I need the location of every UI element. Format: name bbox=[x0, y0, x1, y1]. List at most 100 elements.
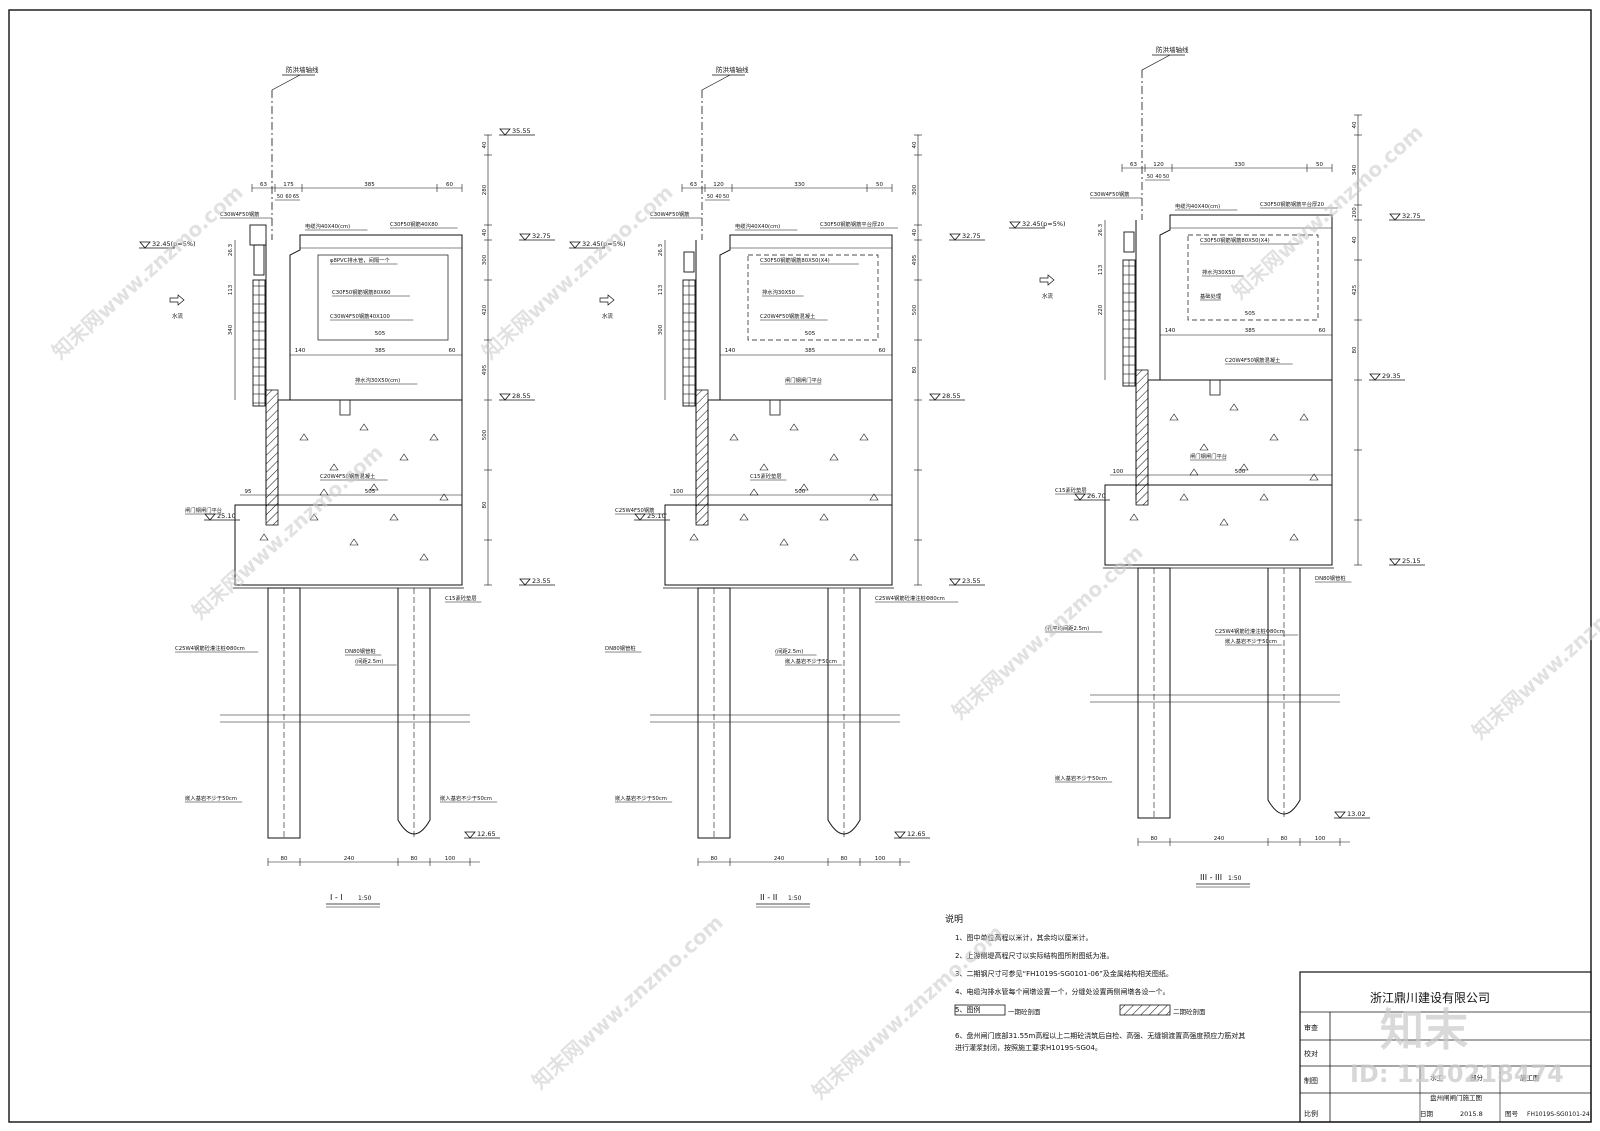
callout-label: 闸门钢闸门平台 bbox=[185, 506, 222, 514]
callout-label: C30W4F50钢筋40X100 bbox=[330, 312, 391, 320]
title-row-label: 校对 bbox=[1304, 1049, 1318, 1058]
concrete-stipple bbox=[439, 493, 449, 501]
dim-top: 385 bbox=[364, 182, 375, 188]
dim-right: 500 bbox=[482, 429, 488, 440]
axis-leader bbox=[271, 74, 301, 91]
callout-label: C15素砼垫层 bbox=[445, 594, 477, 602]
dim-bottom: 80 bbox=[411, 856, 418, 862]
drain-channel bbox=[1209, 380, 1221, 396]
callout-label: 电缆沟40X40(cm) bbox=[735, 222, 780, 230]
title-row-label: 审查 bbox=[1304, 1023, 1318, 1032]
callout-label: 嵌入基岩不少于50cm bbox=[1055, 774, 1107, 782]
section-title: II - II bbox=[760, 893, 777, 902]
callout-label: 电缆沟40X40(cm) bbox=[305, 222, 350, 230]
callout-label: 闸门钢闸门平台 bbox=[1190, 452, 1227, 460]
section-scale: 1:50 bbox=[358, 895, 372, 902]
elevation-triangle bbox=[1389, 213, 1401, 221]
callout-label: (孔平均间距2.5m) bbox=[1045, 624, 1089, 632]
axis-label: 防洪墙轴线 bbox=[286, 65, 319, 74]
concrete-stipple bbox=[1299, 413, 1309, 421]
dim-right: 300 bbox=[912, 184, 918, 195]
date-label: 日期 bbox=[1420, 1110, 1434, 1118]
dim-top: 63 bbox=[690, 182, 697, 188]
elevation-bottom: 25.15 bbox=[1402, 557, 1421, 565]
concrete-stipple bbox=[419, 553, 429, 561]
dim-left: 26.3 bbox=[228, 243, 234, 256]
company-name: 浙江鼎川建设有限公司 bbox=[1370, 991, 1490, 1005]
concrete-stipple bbox=[399, 453, 409, 461]
dim-low: 100 bbox=[673, 489, 684, 495]
dim-right: 425 bbox=[1352, 284, 1358, 295]
callout-label: 基础处理 bbox=[1200, 292, 1222, 300]
concrete-stipple bbox=[1229, 403, 1239, 411]
dim-bottom: 80 bbox=[1151, 836, 1158, 842]
dim-right: 40 bbox=[482, 141, 488, 148]
callout-label: C20W4F50钢筋混凝土 bbox=[320, 472, 376, 480]
callout-label: C15素砼垫层 bbox=[750, 472, 782, 480]
dim-top2: 50 bbox=[1147, 174, 1153, 180]
callout-label: C30F50钢筋钢筋平台厚20 bbox=[820, 220, 885, 228]
title-subject: 盘州闸闸门施工图 bbox=[1430, 1093, 1482, 1102]
elevation-mid: 28.55 bbox=[512, 392, 531, 400]
legend-phase1-label: 一期砼剖面 bbox=[1008, 1007, 1041, 1016]
callout-label: (间距2.5m) bbox=[355, 657, 383, 665]
elevation-triangle bbox=[499, 393, 511, 401]
concrete-stipple bbox=[799, 483, 809, 491]
inner-chamber bbox=[317, 254, 449, 341]
dashed-chamber bbox=[1187, 234, 1319, 321]
dim-mid: 385 bbox=[375, 348, 386, 354]
elevation-pile: 13.02 bbox=[1347, 810, 1366, 818]
section-title: I - I bbox=[330, 893, 343, 902]
callout-label: 闸门钢闸门平台 bbox=[785, 376, 822, 384]
concrete-stipple bbox=[829, 453, 839, 461]
elevation-platform: 26.70 bbox=[1087, 492, 1106, 500]
dim-bottom: 240 bbox=[774, 856, 785, 862]
dim-low: 505 bbox=[365, 489, 376, 495]
dim-top2: 50 bbox=[277, 194, 283, 200]
axis-label: 防洪墙轴线 bbox=[716, 65, 749, 74]
elevation-mid: 29.35 bbox=[1382, 372, 1401, 380]
elevation-triangle bbox=[139, 241, 151, 249]
dim-bottom: 100 bbox=[875, 856, 886, 862]
concrete-stipple bbox=[1219, 518, 1229, 526]
dim-top: 120 bbox=[1153, 162, 1164, 168]
dim-right: 500 bbox=[912, 304, 918, 315]
dim-top: 330 bbox=[794, 182, 805, 188]
dim-left: 300 bbox=[658, 324, 664, 335]
concrete-stipple bbox=[729, 433, 739, 441]
section-title: III - III bbox=[1200, 873, 1222, 882]
dim-bottom: 80 bbox=[711, 856, 718, 862]
base-slab bbox=[234, 504, 463, 586]
elevation-deck: 32.75 bbox=[962, 232, 981, 240]
dim-bottom: 100 bbox=[1315, 836, 1326, 842]
dim-right: 80 bbox=[482, 501, 488, 508]
gate-stem bbox=[253, 244, 265, 276]
concrete-stipple bbox=[859, 433, 869, 441]
title-row-label: 比例 bbox=[1304, 1109, 1318, 1118]
elevation-deck: 32.75 bbox=[1402, 212, 1421, 220]
note-item: 2、上游侧堤高程尺寸以实际结构图所附图纸为准。 bbox=[955, 951, 1113, 960]
elevation-water: 32.45(p=5%) bbox=[1022, 220, 1066, 228]
concrete-stipple bbox=[1199, 443, 1209, 451]
concrete-stipple bbox=[389, 513, 399, 521]
dim-low: 500 bbox=[1235, 469, 1246, 475]
dim-mid: 385 bbox=[1245, 328, 1256, 334]
gate-lifting-block bbox=[683, 251, 695, 273]
watermark-id: ID: 1140218474 bbox=[1350, 1060, 1564, 1088]
concrete-stipple bbox=[869, 493, 879, 501]
elevation-triangle bbox=[519, 578, 531, 586]
dim-left: 26.3 bbox=[1098, 223, 1104, 236]
dim-bottom: 240 bbox=[1214, 836, 1225, 842]
note-item-6: 6、盘州闸门底部31.55m高程以上二期砼浇筑后自检、高强、无缝钢渡置高强度预应… bbox=[955, 1031, 1245, 1040]
dim-low: 500 bbox=[795, 489, 806, 495]
dim-left: 340 bbox=[228, 324, 234, 335]
dim-top: 60 bbox=[446, 182, 453, 188]
dim-mid: 140 bbox=[725, 348, 736, 354]
callout-label: 排水沟30X50(cm) bbox=[355, 376, 400, 384]
callout-label: C30W4F50钢筋 bbox=[650, 210, 689, 218]
dim-mid: 505 bbox=[375, 331, 386, 337]
